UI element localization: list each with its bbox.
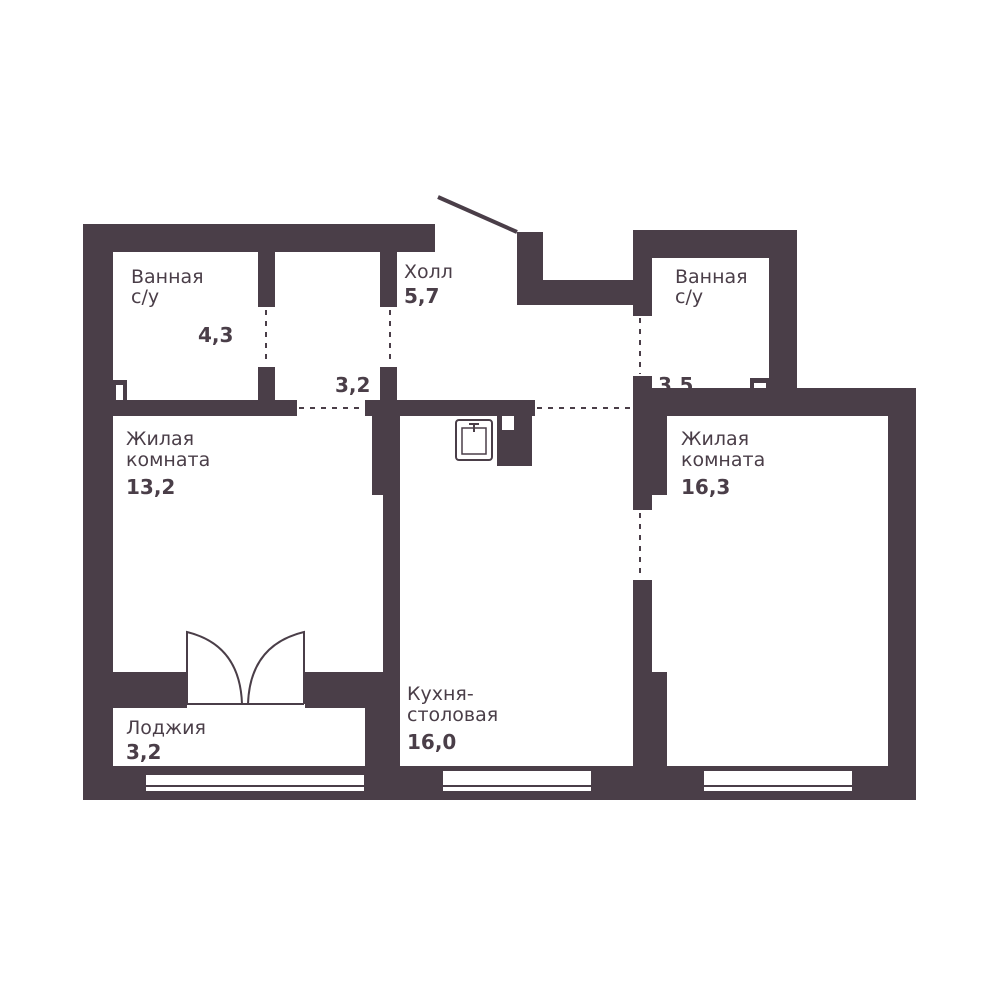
room-sub: комната — [126, 449, 210, 471]
room-name: Жилая — [126, 428, 194, 450]
room-area: 16,0 — [407, 730, 456, 754]
room-bathroom-1: Ванная с/у 4,3 — [131, 266, 233, 347]
room-sub: с/у — [675, 286, 703, 308]
room-area: 3,2 — [126, 740, 161, 764]
room-name: Кухня- — [407, 683, 474, 705]
room-area: 5,7 — [404, 284, 439, 308]
room-area: 16,3 — [681, 475, 730, 499]
room-hall: Холл 5,7 — [404, 261, 453, 308]
room-living-1: Жилая комната 13,2 — [126, 428, 210, 499]
walls — [83, 224, 916, 800]
room-sub: столовая — [407, 704, 498, 726]
room-bathroom-2: Ванная с/у 3,5 — [658, 266, 748, 397]
room-sub: с/у — [131, 286, 159, 308]
room-name: Жилая — [681, 428, 749, 450]
room-loggia: Лоджия 3,2 — [126, 717, 206, 764]
balcony-doors[interactable] — [186, 630, 305, 705]
room-kitchen: Кухня- столовая 16,0 — [407, 683, 498, 754]
room-area: 3,5 — [658, 373, 693, 397]
sink-icon — [455, 419, 493, 461]
room-sub: комната — [681, 449, 765, 471]
openings — [265, 310, 641, 578]
windows — [144, 769, 854, 793]
room-name: Лоджия — [126, 717, 206, 739]
corridor-area: 3,2 — [335, 373, 370, 397]
room-living-2: Жилая комната 16,3 — [681, 428, 765, 499]
entrance-door[interactable] — [437, 195, 518, 234]
room-name: Ванная — [675, 266, 748, 288]
room-name: Ванная — [131, 266, 204, 288]
room-area: 13,2 — [126, 475, 175, 499]
room-name: Холл — [404, 261, 453, 283]
room-area: 4,3 — [198, 323, 233, 347]
